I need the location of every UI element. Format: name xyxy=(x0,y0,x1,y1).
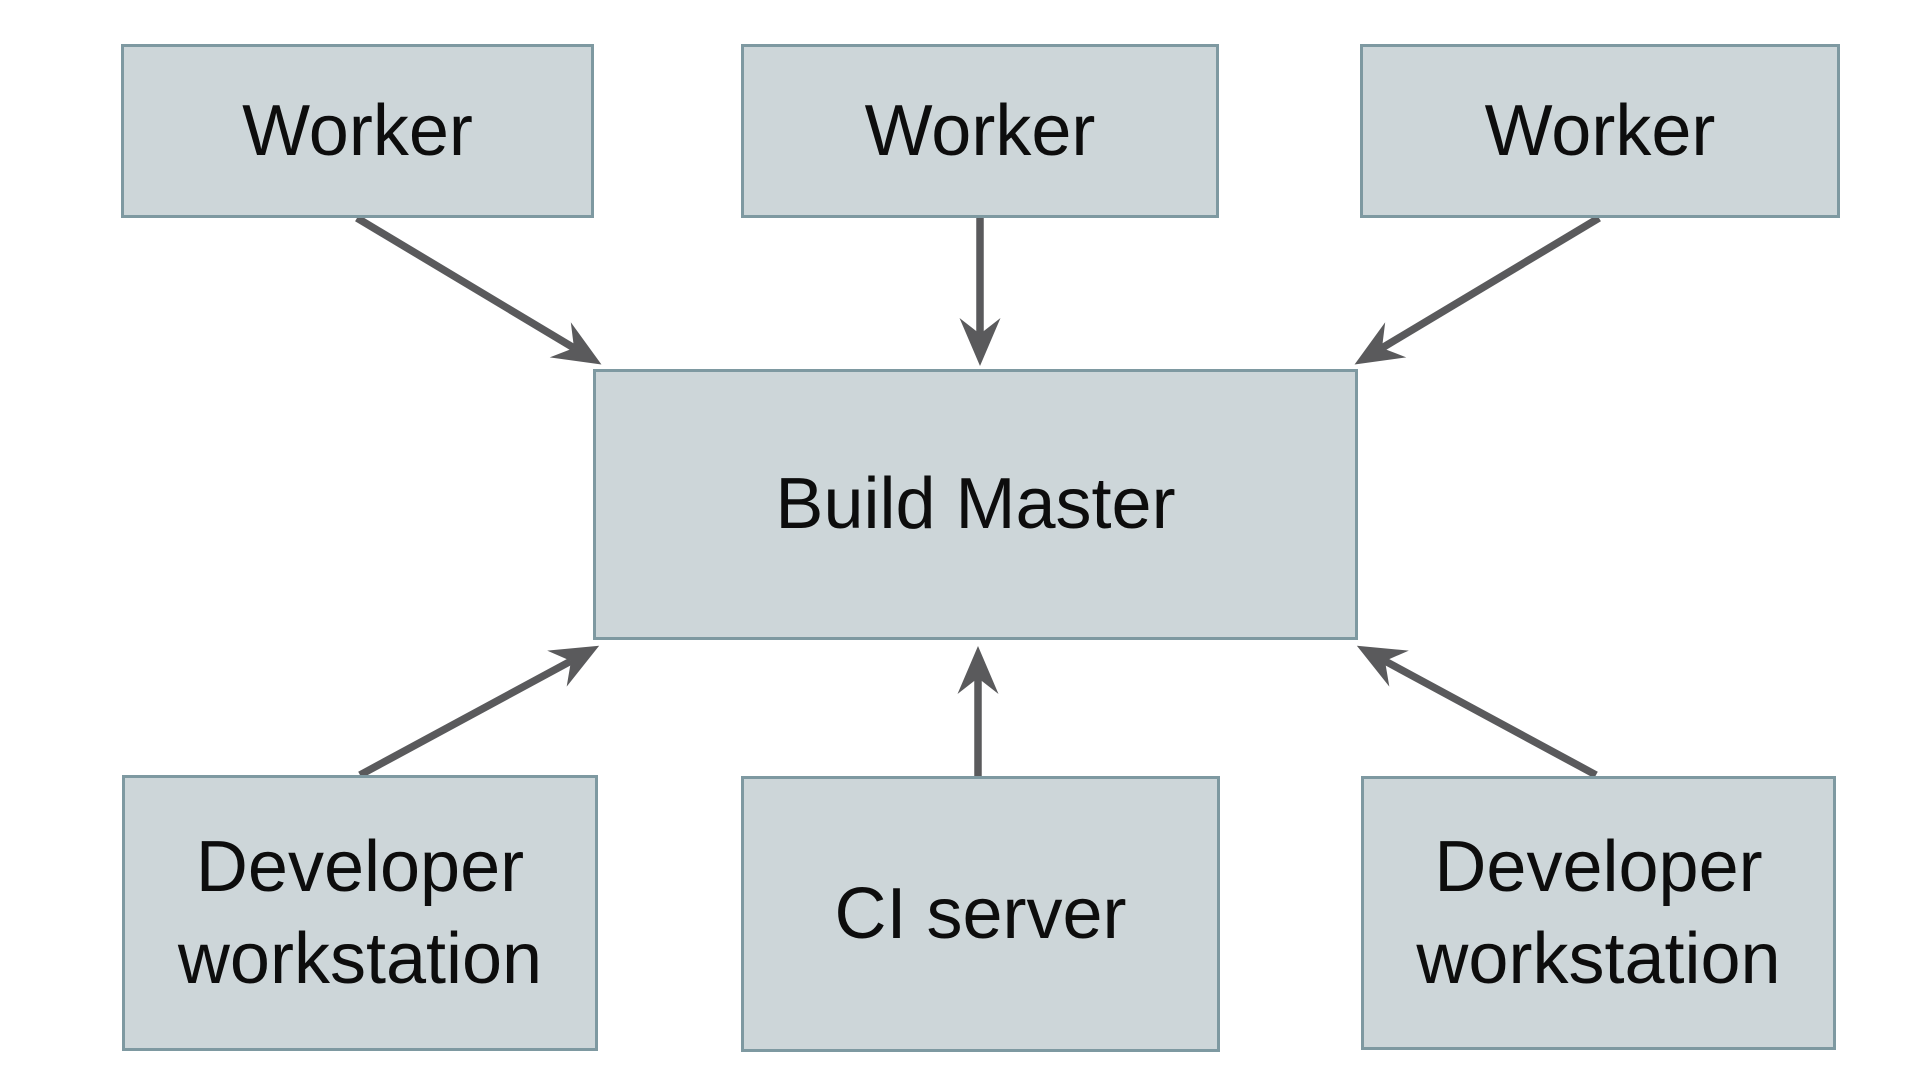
node-ci-server-label: CI server xyxy=(834,873,1127,954)
node-developer-workstation-right: Developer workstation xyxy=(1361,776,1836,1050)
node-developer-workstation-left-label: Developer workstation xyxy=(177,826,543,999)
node-worker-3-label: Worker xyxy=(1484,90,1716,171)
node-worker-1-label: Worker xyxy=(242,90,473,171)
node-worker-2: Worker xyxy=(741,44,1219,218)
edge-worker-1-to-build-master xyxy=(355,214,602,365)
node-worker-3: Worker xyxy=(1360,44,1840,218)
edge-worker-3-to-build-master xyxy=(1354,214,1601,365)
node-build-master-label: Build Master xyxy=(775,464,1176,545)
node-developer-workstation-left: Developer workstation xyxy=(122,775,598,1051)
node-worker-1: Worker xyxy=(121,44,594,218)
edge-developer-workstation-left-to-build-master xyxy=(358,645,600,779)
node-build-master: Build Master xyxy=(593,369,1358,640)
node-developer-workstation-right-label: Developer workstation xyxy=(1416,826,1781,999)
edge-developer-workstation-right-to-build-master xyxy=(1356,645,1598,779)
node-worker-2-label: Worker xyxy=(864,90,1096,171)
node-ci-server: CI server xyxy=(741,776,1220,1052)
